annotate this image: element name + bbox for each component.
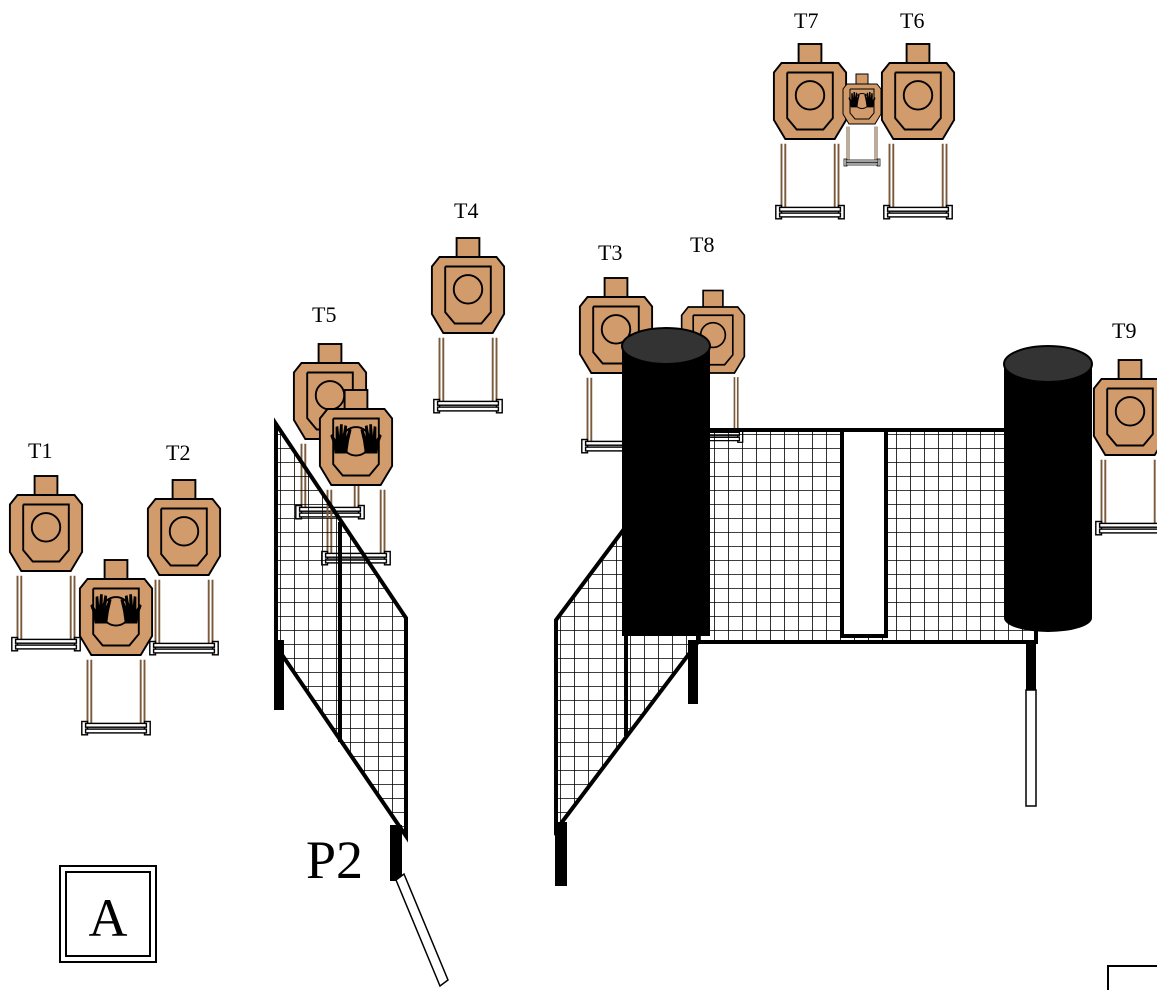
partial-box-corner: [1107, 965, 1157, 995]
target-label-t8: T8: [690, 232, 714, 257]
no-shoot-target-1: [80, 560, 152, 735]
right-front-mesh-wall: [688, 428, 1038, 807]
position-label: P2: [306, 830, 363, 890]
target-label-t2: T2: [166, 440, 190, 465]
no-shoot-target-3: [843, 74, 881, 166]
fault-line-stick: [395, 872, 449, 988]
target-t7: [772, 43, 848, 220]
area-label-box: A: [59, 865, 157, 963]
target-t2: [146, 479, 222, 656]
target-label-t3: T3: [598, 240, 622, 265]
left-mesh-wall: [274, 417, 408, 881]
target-label-t6: T6: [900, 8, 924, 33]
target-label-t4: T4: [454, 198, 478, 223]
target-label-t7: T7: [794, 8, 818, 33]
target-t9: [1092, 359, 1157, 536]
target-label-t1: T1: [28, 438, 52, 463]
target-label-t5: T5: [312, 302, 336, 327]
right-side-mesh-wall: [554, 423, 700, 886]
target-label-t9: T9: [1112, 318, 1136, 343]
target-t1: [8, 475, 84, 652]
target-t4: [430, 237, 506, 414]
target-t6: [880, 43, 956, 220]
area-label: A: [89, 888, 128, 948]
